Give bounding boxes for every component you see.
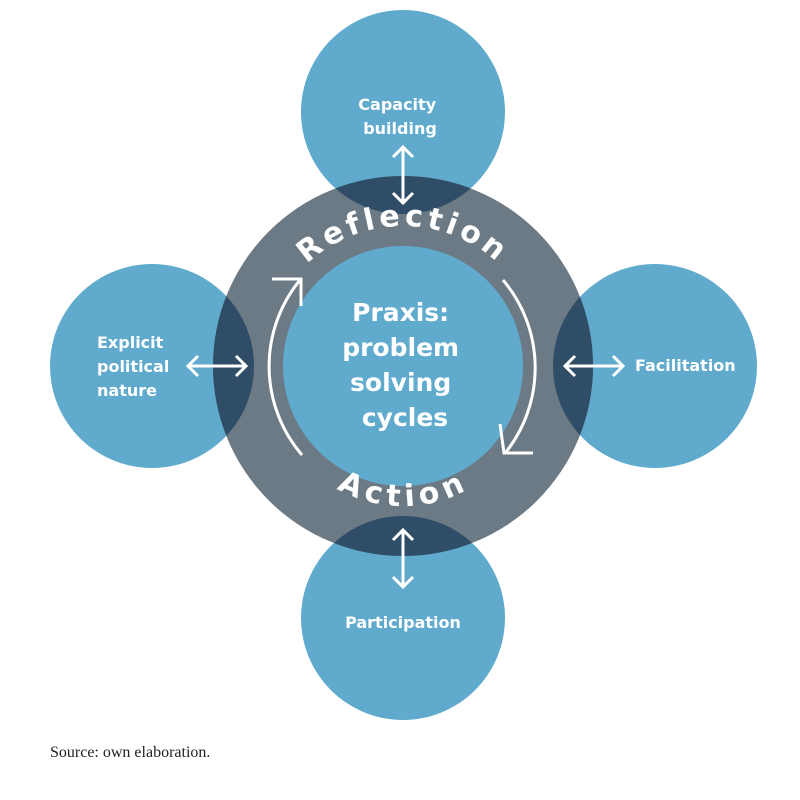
label-participation: Participation — [345, 613, 461, 632]
cycle-arrow-icon-right — [498, 279, 537, 455]
double-arrow-icon-top — [391, 144, 415, 206]
praxis-inner-circle — [283, 246, 523, 486]
label-facilitation: Facilitation — [635, 356, 736, 375]
cycle-arrow-icon-left — [267, 277, 304, 456]
label-capacity-building: Capacity building — [358, 95, 441, 138]
double-arrow-icon-left — [185, 354, 249, 378]
satellite-top-circle — [301, 10, 505, 214]
source-caption: Source: own elaboration. — [50, 744, 211, 761]
satellite-right-circle — [553, 264, 757, 468]
center-title: Praxis: problem solving cycles — [342, 298, 468, 432]
double-arrow-icon-right — [562, 354, 626, 378]
satellite-left-circle — [50, 264, 254, 468]
label-explicit-political-nature: Explicit political nature — [97, 333, 175, 400]
satellite-bottom-circle — [301, 516, 505, 720]
double-arrow-icon-bottom — [391, 527, 415, 590]
